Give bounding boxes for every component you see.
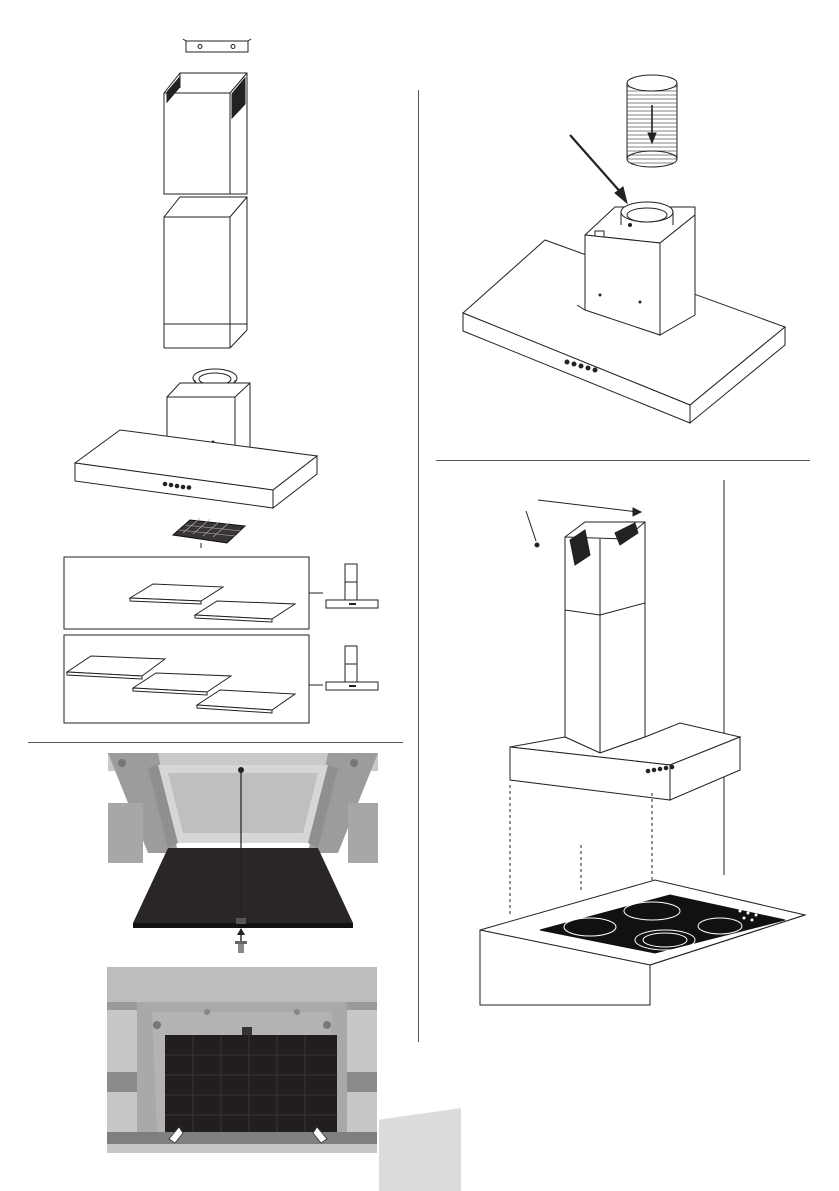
insert-arrow (570, 135, 627, 203)
carbon-filter (173, 518, 245, 548)
filter-photo-bottom (107, 967, 377, 1153)
flexible-duct (627, 75, 677, 167)
filter-photo-bottom-image (107, 967, 377, 1153)
horizontal-divider-left (28, 742, 403, 743)
duct-connection-drawing (455, 65, 795, 435)
lower-chimney (164, 197, 247, 348)
filter-photo-top-image (108, 753, 378, 960)
filter-photo-top (108, 753, 378, 960)
hood-body (75, 430, 317, 508)
page-tab-marker (379, 1108, 461, 1191)
exploded-view-panel (55, 30, 415, 730)
duct-connection-panel (455, 65, 795, 435)
filter-option-three-panels (64, 635, 378, 723)
exploded-view-drawing (55, 30, 415, 730)
horizontal-divider-right (436, 460, 810, 461)
vertical-divider (418, 90, 419, 1042)
installed-view-panel (440, 475, 820, 1015)
mounting-bracket (183, 39, 251, 52)
installed-view-drawing (440, 475, 820, 1015)
hood-body-large (463, 215, 785, 423)
installed-chimney (565, 522, 645, 753)
upper-chimney (164, 73, 247, 194)
filter-option-two-panels (64, 557, 378, 629)
